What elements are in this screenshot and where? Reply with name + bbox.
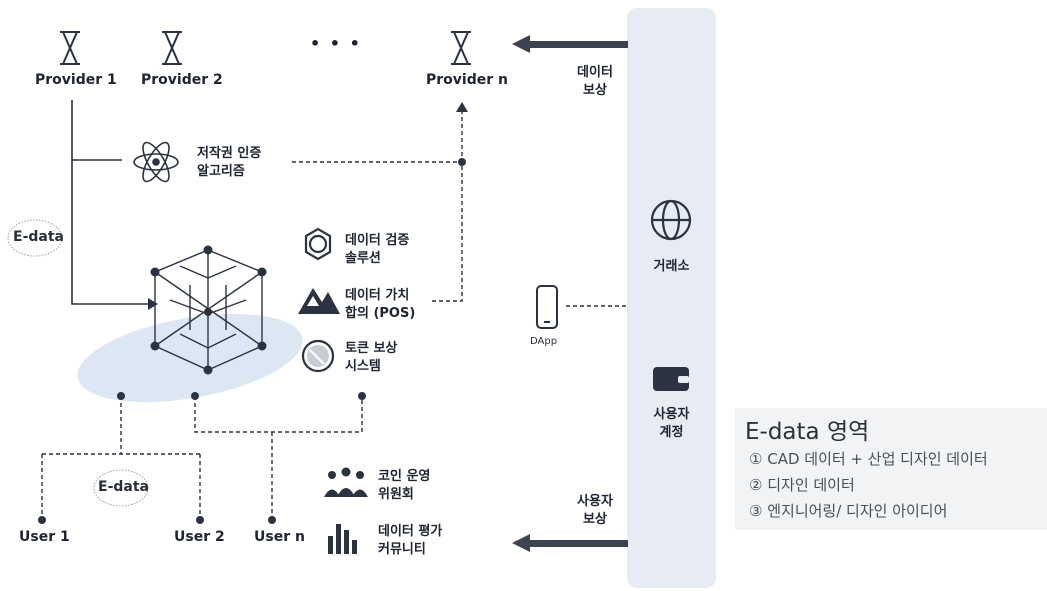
provider-n-label: Provider n xyxy=(426,72,508,88)
arrow-head xyxy=(456,102,468,112)
provider-line xyxy=(71,100,148,305)
coin-icon xyxy=(301,339,335,373)
user-n-label: User n xyxy=(254,529,305,545)
user-2-label: User 2 xyxy=(174,529,225,545)
edata-badge-bottom: E-data xyxy=(98,479,149,495)
wallet-icon xyxy=(653,367,689,391)
user-reward-arrow xyxy=(512,534,628,552)
network-ellipse xyxy=(77,313,303,403)
user-1-label: User 1 xyxy=(19,529,70,545)
dashed-connector xyxy=(432,112,463,302)
hourglass-icon xyxy=(451,31,471,65)
exchange-label: 거래소 xyxy=(653,259,690,274)
people-group-icon xyxy=(324,467,368,497)
dapp-label: DApp xyxy=(530,336,558,347)
exchange-panel xyxy=(627,8,716,588)
provider-1-label: Provider 1 xyxy=(35,72,117,88)
edata-badge-icon xyxy=(7,219,149,507)
legend-item: ③ 엔지니어링/ 디자인 아이디어 xyxy=(749,502,948,520)
hourglass-icon xyxy=(60,31,80,65)
hourglass-icon xyxy=(162,31,182,65)
edata-badge-left: E-data xyxy=(13,229,64,245)
bar-chart-icon xyxy=(328,524,357,554)
globe-icon xyxy=(650,199,692,241)
hexagon-ring-icon xyxy=(304,227,332,261)
provider-2-label: Provider 2 xyxy=(141,72,223,88)
phone-icon xyxy=(536,285,558,329)
cube-nodes xyxy=(150,245,267,375)
ellipsis: • • • xyxy=(310,34,362,53)
atom-icon xyxy=(133,141,179,183)
connector-nodes xyxy=(38,392,366,524)
data-reward-arrow xyxy=(512,35,628,53)
mountain-icon xyxy=(298,288,340,314)
legend-title: E-data 영역 xyxy=(745,419,870,445)
arrow-head xyxy=(148,298,158,310)
legend-item: ① CAD 데이터 + 산업 디자인 데이터 xyxy=(749,450,988,468)
edata-legend: E-data 영역 ① CAD 데이터 + 산업 디자인 데이터 ② 디자인 데… xyxy=(735,408,1047,530)
legend-item: ② 디자인 데이터 xyxy=(749,476,855,494)
user-connectors xyxy=(41,396,363,520)
